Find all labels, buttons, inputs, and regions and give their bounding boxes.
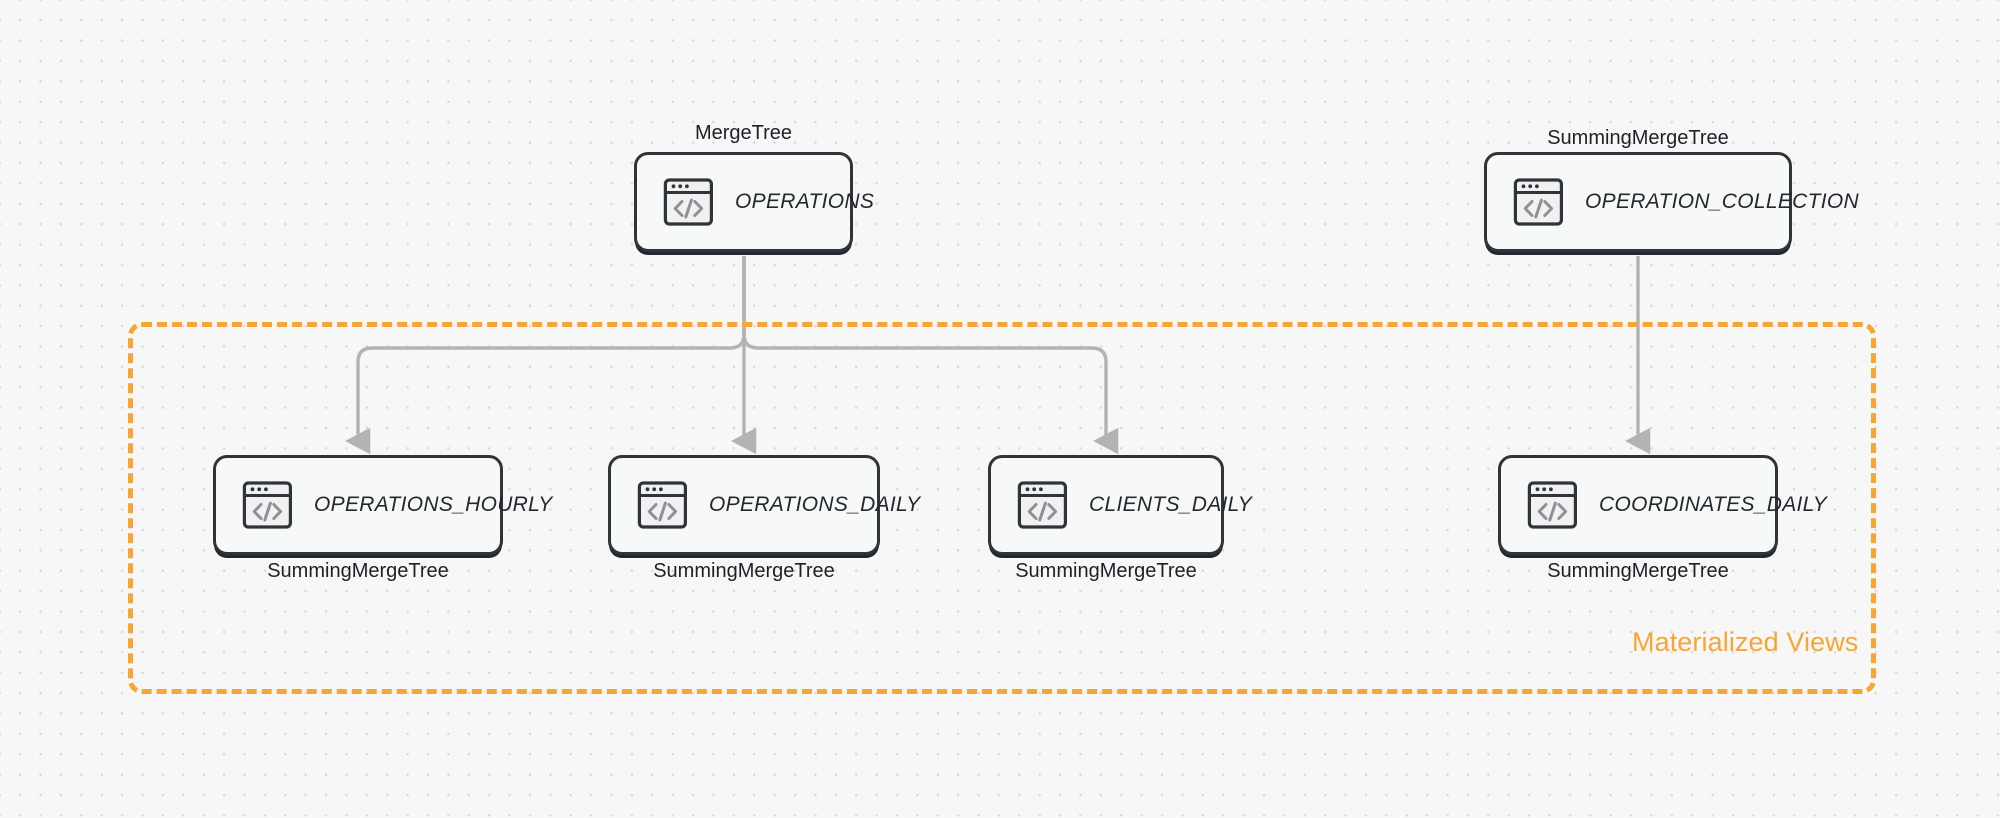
code-window-icon [1527,481,1578,529]
caption-operations-hourly-engine: SummingMergeTree [267,560,449,582]
node-operations[interactable]: OPERATIONS [634,152,874,252]
node-operations-hourly[interactable]: OPERATIONS_HOURLY [213,455,552,555]
node-coordinates-daily-label: COORDINATES_DAILY [1599,493,1827,516]
code-window-icon [637,481,688,529]
node-operations-daily-label: OPERATIONS_DAILY [709,493,921,516]
node-operation-collection[interactable]: OPERATION_COLLECTION [1484,152,1859,252]
node-clients-daily-label: CLIENTS_DAILY [1089,493,1253,516]
caption-operations-engine: MergeTree [694,122,793,144]
caption-operation-collection-engine: SummingMergeTree [1547,127,1729,149]
materialized-views-group-label: Materialized Views [1632,627,1859,657]
code-window-icon [242,481,293,529]
node-operations-hourly-label: OPERATIONS_HOURLY [314,493,553,516]
node-operations-daily[interactable]: OPERATIONS_DAILY [608,455,920,555]
node-coordinates-daily[interactable]: COORDINATES_DAILY [1498,455,1827,555]
code-window-icon [663,178,714,226]
code-window-icon [1513,178,1564,226]
node-operations-label: OPERATIONS [735,190,875,213]
caption-operations-daily-engine: SummingMergeTree [653,560,835,582]
node-operation-collection-label: OPERATION_COLLECTION [1585,190,1859,213]
caption-clients-daily-engine: SummingMergeTree [1015,560,1197,582]
caption-coordinates-daily-engine: SummingMergeTree [1547,560,1729,582]
code-window-icon [1017,481,1068,529]
node-clients-daily[interactable]: CLIENTS_DAILY [988,455,1252,555]
